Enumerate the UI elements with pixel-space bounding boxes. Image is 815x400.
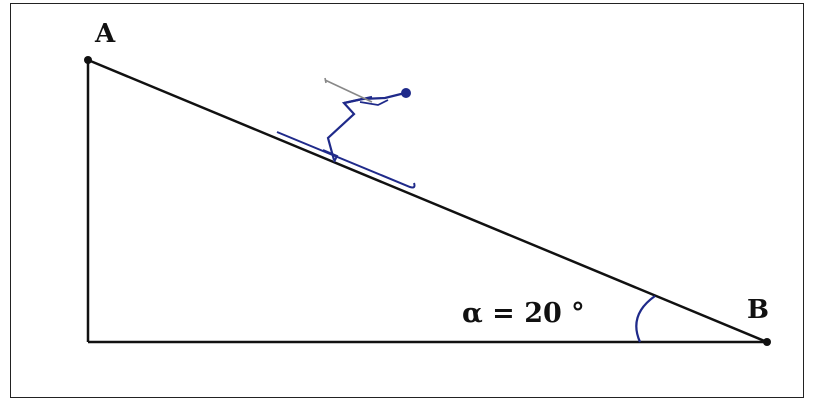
point-b-dot [763, 338, 771, 346]
angle-label: α = 20 ° [462, 298, 585, 329]
point-b-label: B [747, 295, 769, 325]
diagram-frame [10, 3, 804, 398]
skier-icon [276, 77, 416, 189]
point-a-label: A [94, 19, 116, 49]
slope-side [87, 58, 768, 344]
angle-arc [635, 295, 656, 343]
point-a-dot [84, 56, 92, 64]
